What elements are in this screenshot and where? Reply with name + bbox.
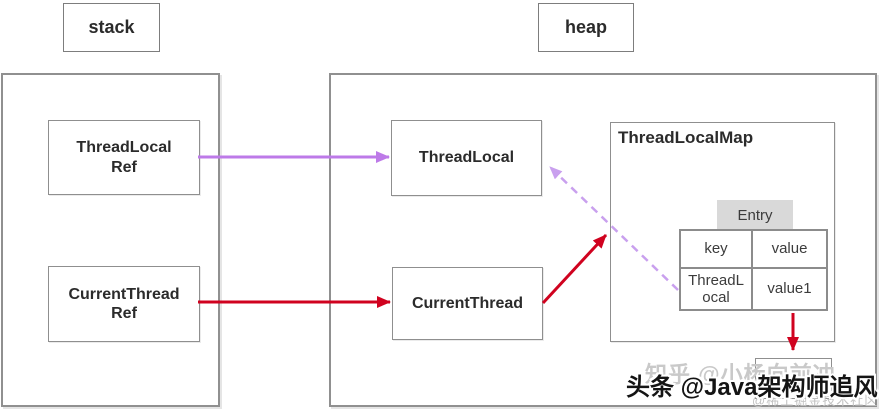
node-threadlocal: ThreadLocal bbox=[391, 120, 542, 196]
node-threadlocal-ref-label: ThreadLocal Ref bbox=[76, 139, 172, 176]
node-currentthread-label: CurrentThread bbox=[411, 294, 524, 312]
entry-table: key value ThreadL ocal value1 bbox=[679, 229, 828, 311]
entry-table-header-key: key bbox=[679, 229, 753, 269]
stack-label: stack bbox=[88, 17, 135, 37]
heap-label: heap bbox=[564, 17, 607, 37]
heap-label-box: heap bbox=[538, 3, 634, 52]
entry-table-cell-value: value1 bbox=[751, 267, 828, 311]
entry-header: Entry bbox=[717, 200, 793, 230]
value-target-box bbox=[755, 358, 832, 399]
node-currentthread-ref: CurrentThread Ref bbox=[48, 266, 200, 342]
node-threadlocal-ref: ThreadLocal Ref bbox=[48, 120, 200, 195]
entry-table-data-row: ThreadL ocal value1 bbox=[679, 267, 828, 311]
entry-table-cell-key: ThreadL ocal bbox=[679, 267, 753, 311]
entry-table-header-value: value bbox=[751, 229, 828, 269]
entry-table-header-row: key value bbox=[679, 229, 828, 269]
node-threadlocal-label: ThreadLocal bbox=[418, 149, 515, 167]
node-currentthread-ref-label: CurrentThread Ref bbox=[68, 285, 180, 322]
threadlocalmap-title: ThreadLocalMap bbox=[618, 128, 754, 147]
node-currentthread: CurrentThread bbox=[392, 267, 543, 340]
entry-header-label: Entry bbox=[737, 206, 773, 224]
stack-label-box: stack bbox=[63, 3, 160, 52]
